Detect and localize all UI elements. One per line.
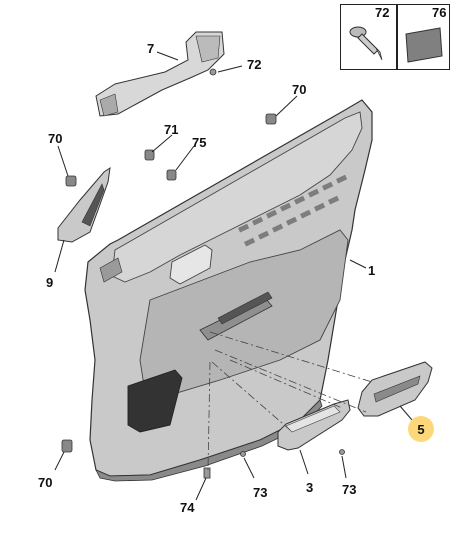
fastener-clip-70-bottom [61,439,73,453]
legend-label-76: 76 [432,5,447,20]
callout-5-highlighted: 5 [408,416,434,442]
door-trim-panel [84,99,373,482]
callout-70-top: 70 [292,82,307,97]
screw-73-left [240,451,246,457]
part-7-bracket [95,31,225,117]
callout-9: 9 [46,275,54,290]
callout-3: 3 [306,480,314,495]
fastener-75 [166,169,177,181]
screw-icon [349,26,383,61]
callout-73-left: 73 [253,485,268,500]
legend-divider [396,4,398,70]
speaker-grille [237,174,348,247]
leader-lines [54,51,413,501]
legend-label-72: 72 [375,5,390,20]
fastener-clip-70-left [65,175,77,187]
callout-74: 74 [180,500,195,515]
alignment-lines [207,331,373,471]
callout-72: 72 [247,57,262,72]
callout-75: 75 [192,135,207,150]
callout-70-left: 70 [48,131,63,146]
callout-7: 7 [147,41,155,56]
pad-icon [405,27,443,63]
part-5-handle-bezel [357,361,433,417]
screw-73-right [339,449,345,455]
callout-71: 71 [164,122,179,137]
fastener-clip-70-top [265,113,277,125]
callout-70-bottom: 70 [38,475,53,490]
callout-1: 1 [368,263,376,278]
part-9-trim [57,166,111,243]
callout-73-right: 73 [342,482,357,497]
fastener-71 [144,149,155,161]
screw-72-bracket [209,68,217,76]
screw-74 [203,467,211,479]
